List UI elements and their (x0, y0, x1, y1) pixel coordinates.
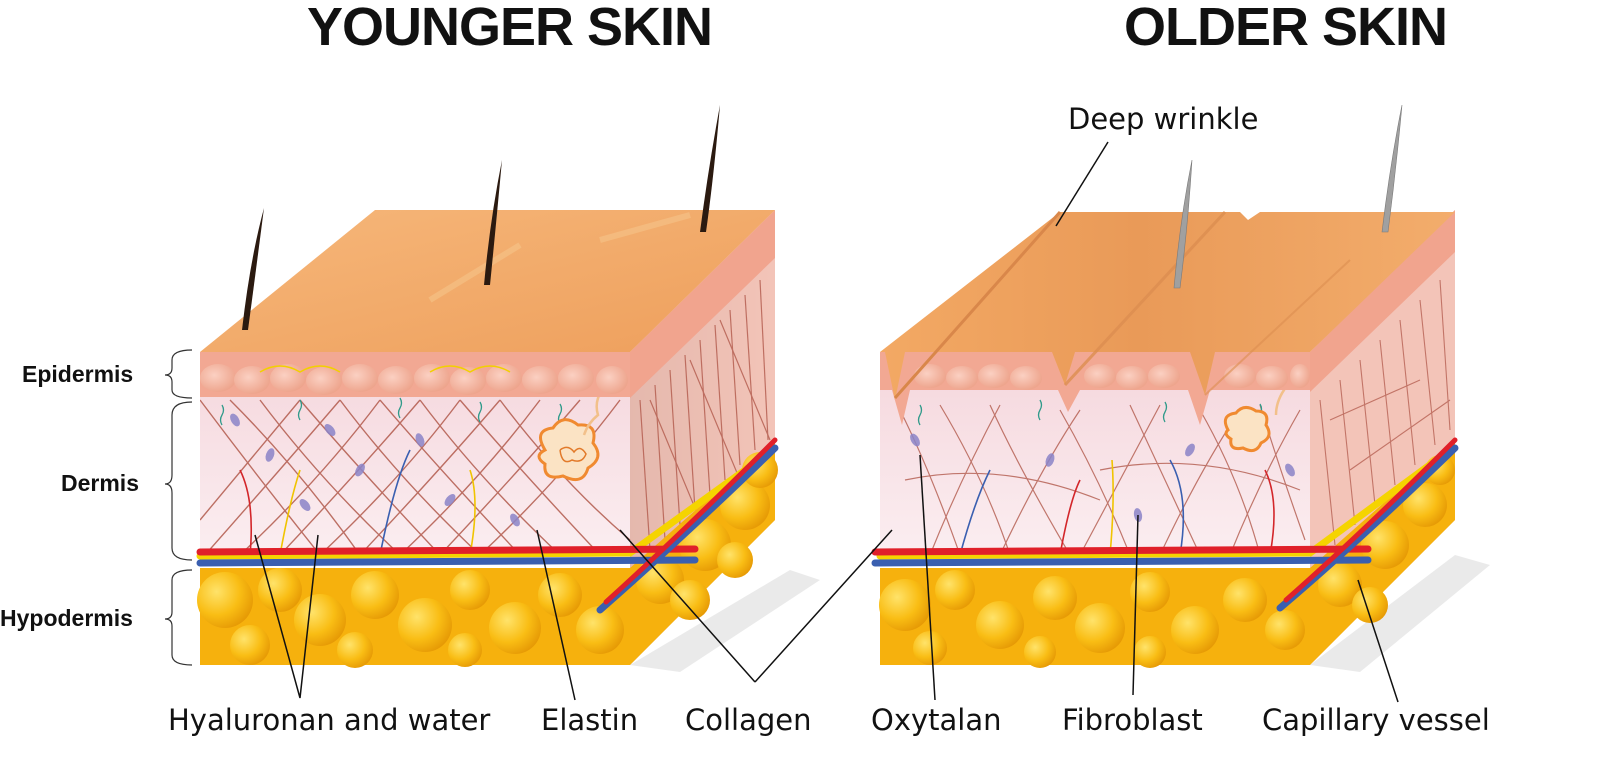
younger-blood-vessels (196, 437, 779, 614)
collagen-label: Collagen (685, 703, 812, 737)
older-side-fibers (1319, 279, 1451, 546)
deep-wrinkle-label: Deep wrinkle (1068, 102, 1259, 136)
epidermis-label: Epidermis (22, 361, 134, 387)
younger-nerve (259, 365, 511, 373)
older-blood-vessels (871, 437, 1459, 612)
younger-shadow (630, 570, 820, 672)
capillary-leader (1357, 579, 1399, 703)
deep-wrinkle-leader (1055, 141, 1109, 227)
oxytalan-label: Oxytalan (871, 703, 1002, 737)
deep-wrinkle-groove (893, 211, 1062, 399)
older-shadow (1310, 555, 1490, 672)
older-skin-title: OLDER SKIN (1124, 0, 1448, 57)
younger-side-fibers (639, 279, 771, 551)
older-fat-cells (879, 570, 1305, 668)
hypodermis-label: Hypodermis (0, 605, 133, 631)
elastin-label: Elastin (541, 703, 639, 737)
hyaluronan-leader (254, 534, 319, 699)
hyaluronan-water-label: Hyaluronan and water (168, 703, 491, 737)
older-hairs (1173, 104, 1403, 289)
older-skin-surface (880, 212, 1455, 400)
capillary-vessel-label: Capillary vessel (1262, 703, 1490, 737)
hypodermis-brace (164, 569, 193, 666)
younger-skin-title: YOUNGER SKIN (307, 0, 713, 57)
oxytalan-leader (919, 454, 936, 701)
dermis-brace (164, 401, 193, 561)
older-capillaries (959, 459, 1275, 556)
younger-skin-block (196, 105, 820, 672)
older-skin-block (871, 104, 1490, 672)
older-epidermis-cells (914, 364, 1310, 390)
younger-collagen-fibers (200, 399, 631, 555)
younger-fibroblasts (230, 413, 565, 527)
fibroblast-label: Fibroblast (1062, 703, 1203, 737)
collagen-leader (619, 529, 893, 683)
callout-lines (254, 141, 1399, 703)
epidermis-brace (164, 349, 193, 399)
younger-capillaries (239, 449, 476, 556)
younger-hairs (242, 105, 720, 330)
elastin-leader (536, 529, 576, 701)
dermis-label: Dermis (61, 470, 139, 496)
fibroblast-leader (1132, 514, 1139, 696)
younger-epidermis-cells (200, 364, 628, 395)
layer-braces (164, 349, 193, 666)
